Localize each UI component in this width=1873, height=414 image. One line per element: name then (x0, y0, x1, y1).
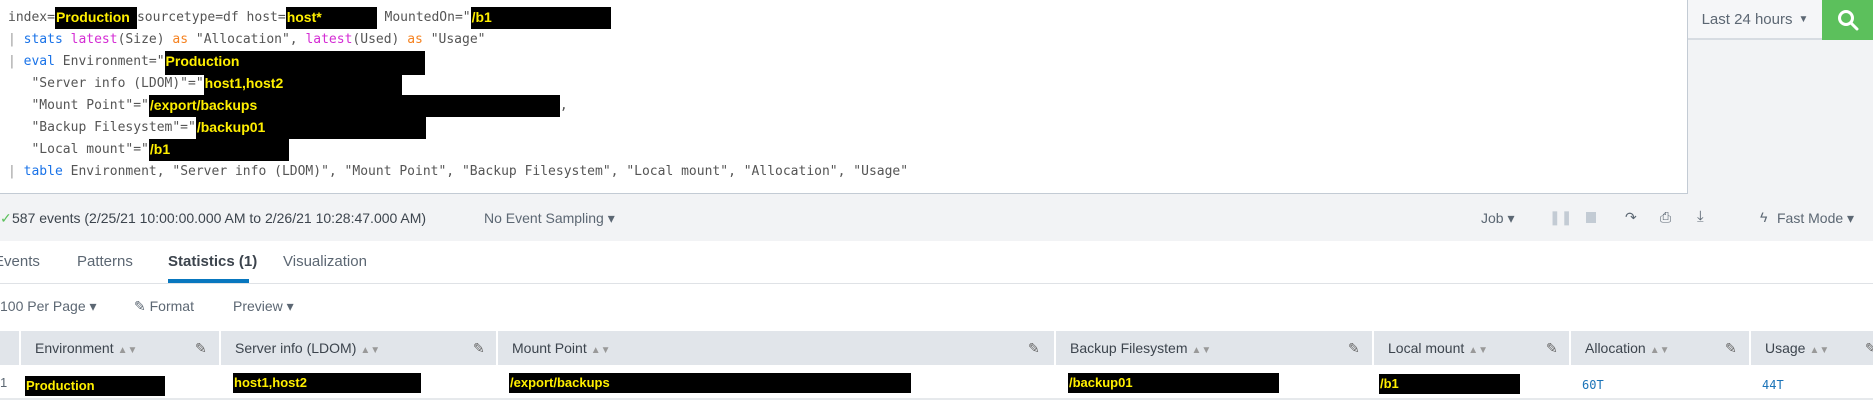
check-icon: ✓ (0, 210, 12, 226)
time-range-picker[interactable]: Last 24 hours ▼ (1688, 0, 1822, 40)
pencil-icon: ✎ (1725, 340, 1737, 356)
pencil-icon: ✎ (473, 340, 485, 356)
right-panel (1688, 0, 1873, 241)
query-line: "Local mount"="/b1 (8, 139, 289, 161)
cell-environment: Production (25, 376, 165, 396)
cell-server-info: host1,host2 (233, 373, 421, 393)
event-count: 587 events (2/25/21 10:00:00.000 AM to 2… (12, 210, 427, 226)
cell-backup-filesystem: /backup01 (1068, 373, 1279, 393)
table-header: Environment▲▼✎ Server info (LDOM)▲▼✎ Mou… (0, 331, 1873, 365)
column-header-allocation[interactable]: Allocation▲▼✎ (1569, 331, 1749, 365)
format-label: Format (149, 298, 194, 314)
pencil-icon: ✎ (1865, 340, 1873, 356)
sort-icon: ▲▼ (1809, 345, 1830, 356)
event-sampling-dropdown[interactable]: No Event Sampling ▾ (484, 210, 615, 226)
pencil-icon: ✎ (195, 340, 207, 356)
pause-icon[interactable]: ❚❚ (1549, 209, 1573, 225)
cell-usage[interactable]: 44T (1762, 378, 1784, 392)
active-tab-indicator (168, 279, 249, 283)
format-button[interactable]: ✎ Format (134, 298, 194, 315)
column-header-usage[interactable]: Usage▲▼✎ (1749, 331, 1873, 365)
pencil-icon: ✎ (134, 298, 150, 314)
column-header-local-mount[interactable]: Local mount▲▼✎ (1372, 331, 1569, 365)
lightning-icon: ϟ (1760, 209, 1768, 225)
query-line: "Mount Point"="/export/backups, (8, 95, 568, 117)
job-menu[interactable]: Job ▾ (1481, 210, 1515, 226)
sort-icon: ▲▼ (1649, 345, 1670, 356)
redaction: /export/backups (148, 95, 560, 117)
query-line: | stats latest(Size) as "Allocation", la… (8, 32, 486, 47)
column-header-environment[interactable]: Environment▲▼✎ (19, 331, 219, 365)
job-status-bar: ✓ 587 events (2/25/21 10:00:00.000 AM to… (0, 194, 1688, 241)
print-icon[interactable]: ⎙ (1660, 209, 1672, 225)
redaction: Production (164, 51, 425, 75)
redaction: /b1 (470, 7, 611, 29)
export-icon[interactable]: ⤓ (1697, 208, 1704, 225)
search-button[interactable] (1822, 0, 1873, 40)
redaction: host1,host2 (203, 73, 402, 95)
search-mode-dropdown[interactable]: Fast Mode ▾ (1777, 210, 1855, 226)
column-header-server-info[interactable]: Server info (LDOM)▲▼✎ (219, 331, 496, 365)
cell-allocation[interactable]: 60T (1582, 378, 1604, 392)
results-tabs: Events Patterns Statistics (1) Visualiza… (0, 241, 1873, 284)
search-icon (1837, 10, 1858, 31)
tab-events[interactable]: Events (0, 253, 40, 270)
per-page-dropdown[interactable]: 100 Per Page ▾ (0, 298, 97, 314)
sort-icon: ▲▼ (1468, 345, 1489, 356)
sort-icon: ▲▼ (360, 345, 381, 356)
tab-visualization[interactable]: Visualization (283, 253, 367, 270)
row-index: 1 (0, 375, 8, 390)
pencil-icon: ✎ (1546, 340, 1558, 356)
table-row: 1 Production host1,host2 /export/backups… (0, 365, 1873, 400)
caret-down-icon: ▼ (1798, 13, 1809, 25)
share-icon[interactable]: ↷ (1625, 209, 1637, 225)
redaction: Production (54, 7, 137, 29)
pencil-icon: ✎ (1028, 340, 1040, 356)
cell-local-mount: /b1 (1379, 374, 1520, 394)
sort-icon: ▲▼ (1191, 345, 1212, 356)
redaction: /b1 (148, 139, 289, 161)
query-line: "Server info (LDOM)"="host1,host2 (8, 73, 402, 95)
query-line: | table Environment, "Server info (LDOM)… (8, 164, 909, 179)
preview-dropdown[interactable]: Preview ▾ (233, 298, 294, 314)
query-line: "Backup Filesystem"="/backup01 (8, 117, 426, 139)
column-header-mount-point[interactable]: Mount Point▲▼✎ (496, 331, 1054, 365)
pencil-icon: ✎ (1348, 340, 1360, 356)
tab-statistics[interactable]: Statistics (1) (168, 253, 258, 270)
redaction: host* (285, 7, 377, 29)
stop-icon[interactable] (1586, 212, 1596, 223)
sort-icon: ▲▼ (117, 345, 138, 356)
column-header-backup-filesystem[interactable]: Backup Filesystem▲▼✎ (1054, 331, 1372, 365)
query-line: | eval Environment="Production (8, 51, 425, 75)
sort-icon: ▲▼ (590, 345, 611, 356)
redaction: /backup01 (195, 117, 426, 139)
cell-mount-point: /export/backups (509, 373, 911, 393)
tab-patterns[interactable]: Patterns (77, 253, 133, 270)
time-range-label: Last 24 hours (1701, 10, 1793, 28)
